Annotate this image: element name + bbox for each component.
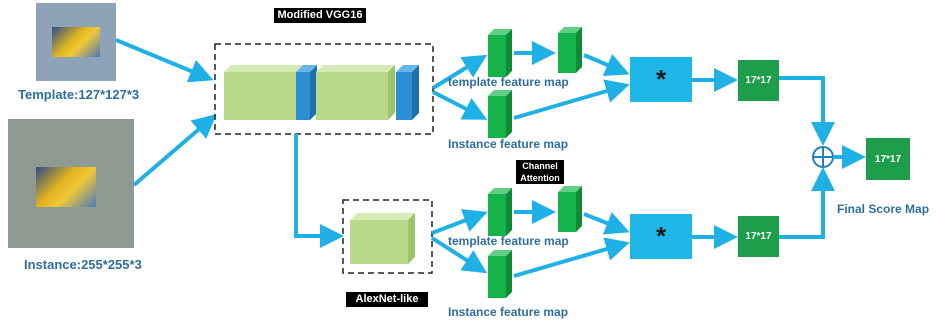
arrow-upper-score-to-sum [779,76,835,146]
template-image-content [52,27,100,57]
vgg-block-4 [396,65,419,120]
vgg-block-3 [316,65,395,120]
arrow-lower-instance-to-conv [513,237,630,278]
final-score-label: Final Score Map [837,202,930,216]
upper-template-feature-2 [558,27,582,73]
sum-icon [812,146,834,168]
arrow-upper-template-to-conv [583,53,630,77]
template-label: Template:127*127*3 [18,87,140,102]
upper-instance-feature [488,90,512,138]
arrow-alexnet-to-lower-template [431,209,488,235]
arrow-vgg-to-alexnet [294,134,344,248]
lower-score-map: 17*17 [738,216,779,257]
channel-attention-title: Channel Attention [516,160,564,184]
upper-correlation-box: * [630,57,692,102]
upper-correlation-symbol: * [655,64,667,94]
arrow-upper-instance-to-conv [513,79,630,120]
lower-correlation-box: * [630,214,692,259]
arrow-template-to-vgg [115,38,214,83]
upper-score-map: 17*17 [738,60,779,101]
lower-correlation-symbol: * [655,221,667,251]
lower-instance-feature [488,250,512,298]
alexnet-title: AlexNet-like [346,292,428,307]
arrow-vgg-to-upper-template [431,54,488,90]
arrow-alexnet-to-lower-instance [430,236,488,274]
arrow-vgg-to-upper-instance [432,90,488,120]
vgg-block-1 [224,65,303,120]
vgg-block-2 [296,65,317,120]
vgg-box [214,43,434,135]
upper-template-feature-1 [488,29,512,77]
arrow-lower-template-to-conv [583,212,630,235]
instance-label: Instance:255*255*3 [24,257,142,272]
vgg-title: Modified VGG16 [274,8,366,23]
lower-instance-feature-label: Instance feature map [448,305,569,319]
final-score-map: 17*17 [866,138,910,180]
template-image [36,3,116,81]
arrow-lower-score-to-sum [779,167,835,239]
alexnet-block [350,213,415,264]
alexnet-box [342,199,433,274]
lower-template-feature-2 [558,186,582,232]
instance-image-content [36,167,96,207]
upper-instance-feature-label: Instance feature map [448,137,569,151]
upper-template-feature-label: template feature map [448,75,569,89]
lower-template-feature-label: template feature map [448,234,569,248]
lower-template-feature-1 [488,188,512,236]
arrow-instance-to-vgg [132,114,217,187]
instance-image [8,119,134,248]
